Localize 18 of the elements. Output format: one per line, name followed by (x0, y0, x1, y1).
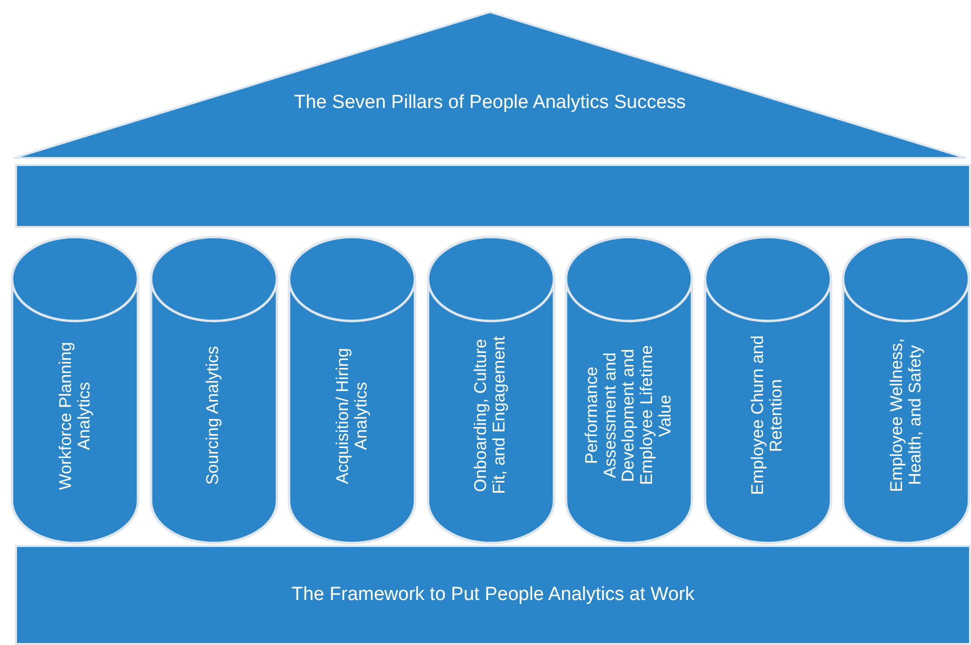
pillar-label: Onboarding, Culture Fit, and Engagement (472, 335, 509, 496)
pillar-cylinder (148, 235, 278, 545)
pillar-cylinder (564, 235, 694, 545)
base-label: The Framework to Put People Analytics at Work (292, 584, 695, 606)
pillar-label: Acquisition/ Hiring Analytics (334, 346, 370, 486)
pillar-label: Performance Assessment and Development and Employee Lifetime Value (583, 344, 675, 487)
roof-title: The Seven Pillars of People Analytics Success (294, 92, 686, 114)
pillar-cylinder (702, 235, 832, 545)
pillar-label: Employee Churn and Retention (749, 334, 786, 497)
pillar-cylinder (426, 235, 556, 545)
beam-band (15, 164, 971, 228)
roof-triangle (12, 10, 968, 160)
pillar-cylinder (841, 235, 971, 545)
pillar-label: Employee Wellness, Health, and Safety (888, 337, 924, 494)
pillar-cylinder (10, 235, 140, 545)
pillar-label: Sourcing Analytics (204, 346, 223, 484)
pillar-label: Workforce Planning Analytics (56, 340, 94, 492)
pillar-cylinder (287, 235, 417, 545)
